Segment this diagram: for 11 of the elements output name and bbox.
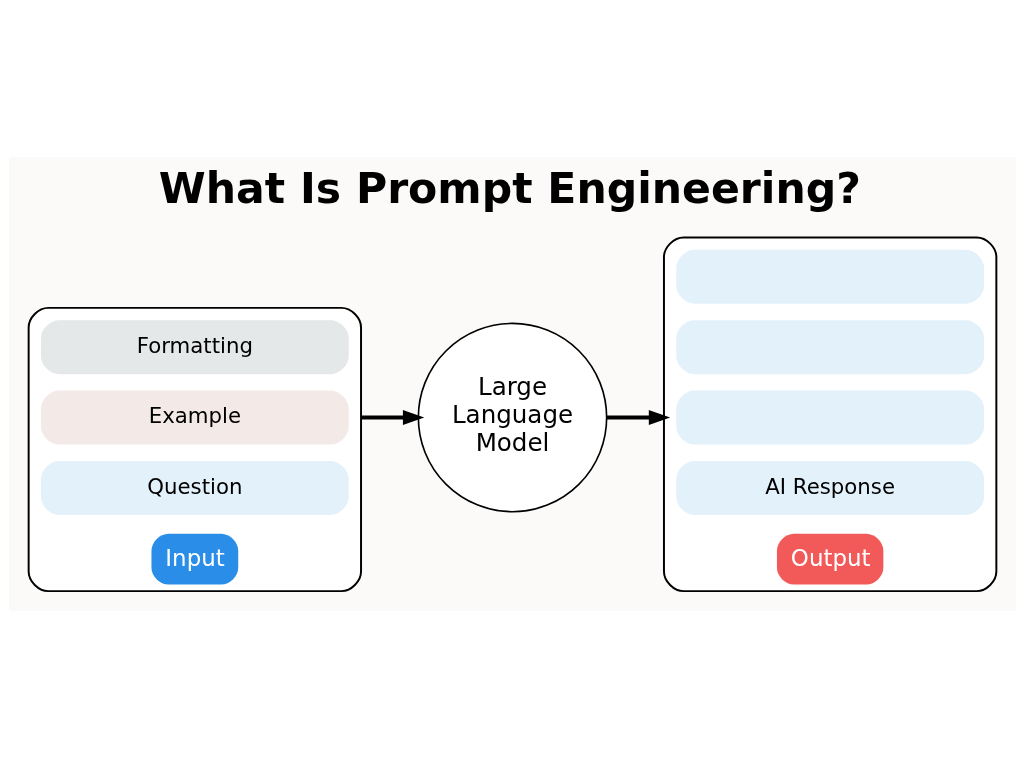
node-box [675,249,984,304]
node-box: Question [40,460,349,515]
node-circle: Large Language Model [417,322,607,513]
node-box [675,320,984,375]
arrow [360,410,424,426]
node-box: Example [40,390,349,445]
arrow [606,410,670,426]
node-box [675,390,984,445]
node-box: AI Response [675,460,984,515]
node-box: Formatting [40,320,349,375]
diagram-title: What Is Prompt Engineering? [158,162,861,213]
